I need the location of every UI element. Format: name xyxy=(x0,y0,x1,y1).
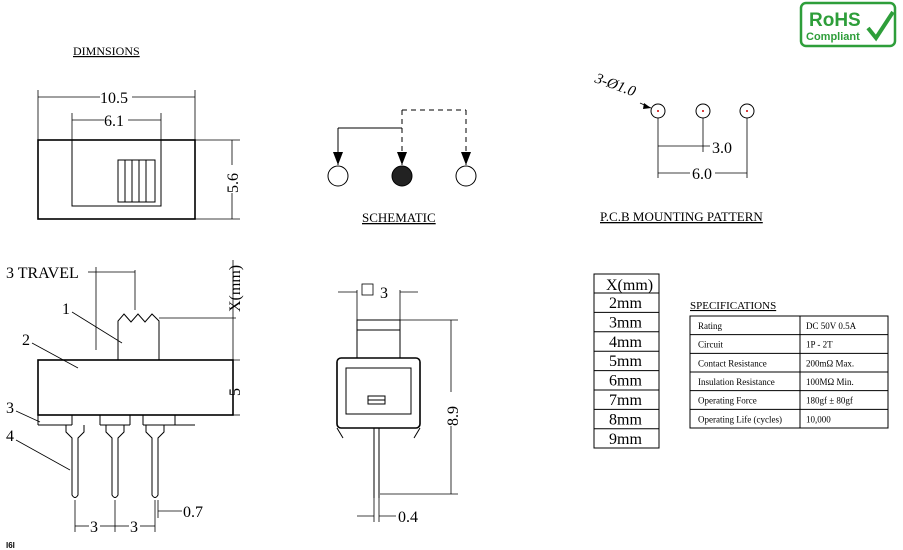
spec-name: Rating xyxy=(698,321,722,331)
x-table-row: 7mm xyxy=(609,392,642,409)
spec-name: Contact Resistance xyxy=(698,358,767,368)
dim-slider-width: 6.1 xyxy=(104,113,124,130)
dim-width: 10.5 xyxy=(100,90,128,107)
spec-name: Circuit xyxy=(698,340,723,350)
pcb-holes-label: 3-Ø1.0 xyxy=(592,70,638,100)
x-label: X(mm) xyxy=(227,265,244,312)
x-table-row: 8mm xyxy=(609,411,642,428)
x-table-row: 6mm xyxy=(609,373,642,390)
end-view: 3 8.9 0.4 xyxy=(336,283,462,526)
spec-value: 100MΩ Min. xyxy=(806,377,854,387)
dim-end-height: 8.9 xyxy=(445,406,462,426)
spec-value: DC 50V 0.5A xyxy=(806,321,857,331)
x-table-row: 2mm xyxy=(609,295,642,312)
callout-3: 3 xyxy=(6,400,14,417)
dim-pitch-a: 3 xyxy=(90,519,98,536)
x-table-row: 9mm xyxy=(609,431,642,448)
dim-body-height: 5 xyxy=(227,388,244,396)
pcb-pitch: 3.0 xyxy=(712,140,732,157)
spec-name: Insulation Resistance xyxy=(698,377,775,387)
rohs-logo: RoHS Compliant xyxy=(799,1,897,48)
dim-end-pin: 0.4 xyxy=(398,509,418,526)
callout-2: 2 xyxy=(22,332,30,349)
rohs-compliant-text: Compliant xyxy=(806,31,860,43)
pcb-title: P.C.B MOUNTING PATTERN xyxy=(600,209,763,224)
dim-pitch-b: 3 xyxy=(130,519,138,536)
pcb-span: 6.0 xyxy=(692,166,712,183)
spec-name: Operating Force xyxy=(698,396,757,406)
check-icon xyxy=(866,10,895,42)
spec-value: 10,000 xyxy=(806,414,831,424)
side-view: 3 TRAVEL X(mm) 5 xyxy=(6,260,244,536)
callout-4: 4 xyxy=(6,428,14,445)
dim-height: 5.6 xyxy=(225,173,242,193)
spec-value: 200mΩ Max. xyxy=(806,358,854,368)
x-table: X(mm) 2mm 3mm 4mm 5mm 6mm 7mm 8mm 9mm xyxy=(593,273,660,449)
pcb-pattern: 3-Ø1.0 3.0 6.0 P.C.B MOUNTING PATTERN xyxy=(592,70,764,224)
dimensions-title: DIMNSIONS xyxy=(73,44,140,58)
x-table-row: 3mm xyxy=(609,314,642,331)
schematic: SCHEMATIC xyxy=(327,109,477,225)
x-table-row: 4mm xyxy=(609,334,642,351)
dim-square: 3 xyxy=(380,285,388,302)
dim-pin-width: 0.7 xyxy=(183,504,203,521)
travel-label: 3 TRAVEL xyxy=(6,265,79,282)
page-marker: l6l xyxy=(6,541,15,550)
specs-table: SPECIFICATIONS Rating DC 50V 0.5A Circuit 1… xyxy=(689,300,889,429)
spec-value: 1P - 2T xyxy=(806,340,833,350)
x-table-row: 5mm xyxy=(609,353,642,370)
specs-title: SPECIFICATIONS xyxy=(690,300,776,312)
spec-value: 180gf ± 80gf xyxy=(806,396,853,406)
callout-1: 1 xyxy=(62,301,70,318)
top-view: 10.5 6.1 5.6 xyxy=(37,90,242,220)
rohs-text: RoHS xyxy=(809,10,861,31)
spec-name: Operating Life (cycles) xyxy=(698,414,782,424)
x-table-header: X(mm) xyxy=(606,277,653,294)
schematic-title: SCHEMATIC xyxy=(362,210,436,225)
